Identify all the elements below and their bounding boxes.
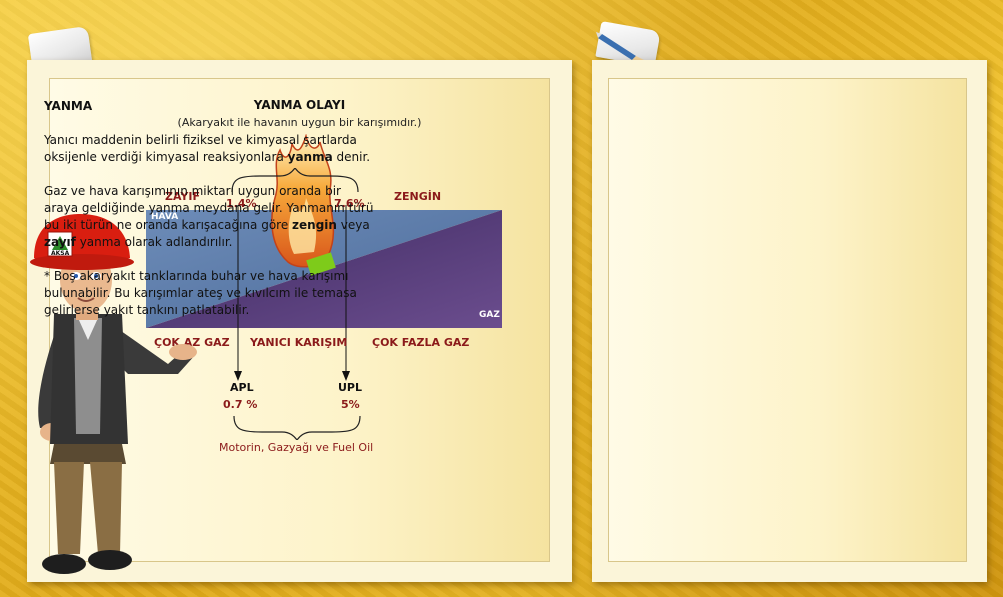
flammable-mixture-label: YANICI KARIŞIM bbox=[250, 336, 348, 349]
rich-label: ZENGİN bbox=[394, 190, 442, 203]
too-much-gas-label: ÇOK FAZLA GAZ bbox=[372, 336, 470, 349]
info-paragraph-2: Gaz ve hava karışımının miktarı uygun or… bbox=[44, 183, 374, 251]
very-little-gas-label: ÇOK AZ GAZ bbox=[154, 336, 230, 349]
info-panel-inner bbox=[608, 78, 967, 562]
weak-label: ZAYIF bbox=[165, 190, 201, 203]
apl-value: 0.7 % bbox=[223, 398, 258, 411]
air-label: HAVA bbox=[151, 212, 179, 222]
limit-arrows bbox=[234, 205, 350, 381]
upl-value: 5% bbox=[341, 398, 360, 411]
fuels-caption: Motorin, Gazyağı ve Fuel Oil bbox=[219, 441, 374, 454]
flame-icon bbox=[271, 134, 336, 276]
upper-limit-percent: 7.6% bbox=[334, 197, 365, 210]
pencil-icon bbox=[596, 32, 644, 60]
p2-bold-zengin: zengin bbox=[292, 218, 337, 232]
diagram-subtitle: (Akaryakıt ile havanın uygun bir karışım… bbox=[177, 116, 422, 129]
apl-label: APL bbox=[230, 381, 254, 394]
p2-text-a: Gaz ve hava karışımının miktarı uygun or… bbox=[44, 184, 374, 232]
top-brace bbox=[231, 168, 359, 193]
info-panel bbox=[592, 60, 987, 582]
p1-bold-yanma: yanma bbox=[287, 150, 333, 164]
mascot-figure bbox=[30, 214, 197, 574]
info-heading: YANMA bbox=[44, 99, 93, 113]
p1-text-a: Yanıcı maddenin belirli fiziksel ve kimy… bbox=[44, 133, 357, 164]
gas-label: GAZ bbox=[479, 310, 500, 320]
info-paragraph-1: Yanıcı maddenin belirli fiziksel ve kimy… bbox=[44, 132, 374, 166]
helmet-logo-text: AKSA bbox=[51, 250, 70, 257]
upl-label: UPL bbox=[338, 381, 363, 394]
p2-text-e: yanma olarak adlandırılır. bbox=[75, 235, 233, 249]
p2-text-c: veya bbox=[336, 218, 370, 232]
info-text: YANMA Yanıcı maddenin belirli fiziksel v… bbox=[44, 98, 374, 336]
info-paragraph-3: * Boş akaryakıt tanklarında buhar ve hav… bbox=[44, 269, 357, 317]
p2-bold-zayif: zayıf bbox=[44, 235, 76, 249]
lower-limit-percent: 1.4% bbox=[226, 197, 257, 210]
bottom-brace bbox=[233, 415, 361, 440]
p1-text-c: denir. bbox=[332, 150, 371, 164]
diagram-title: YANMA OLAYI bbox=[253, 98, 346, 112]
